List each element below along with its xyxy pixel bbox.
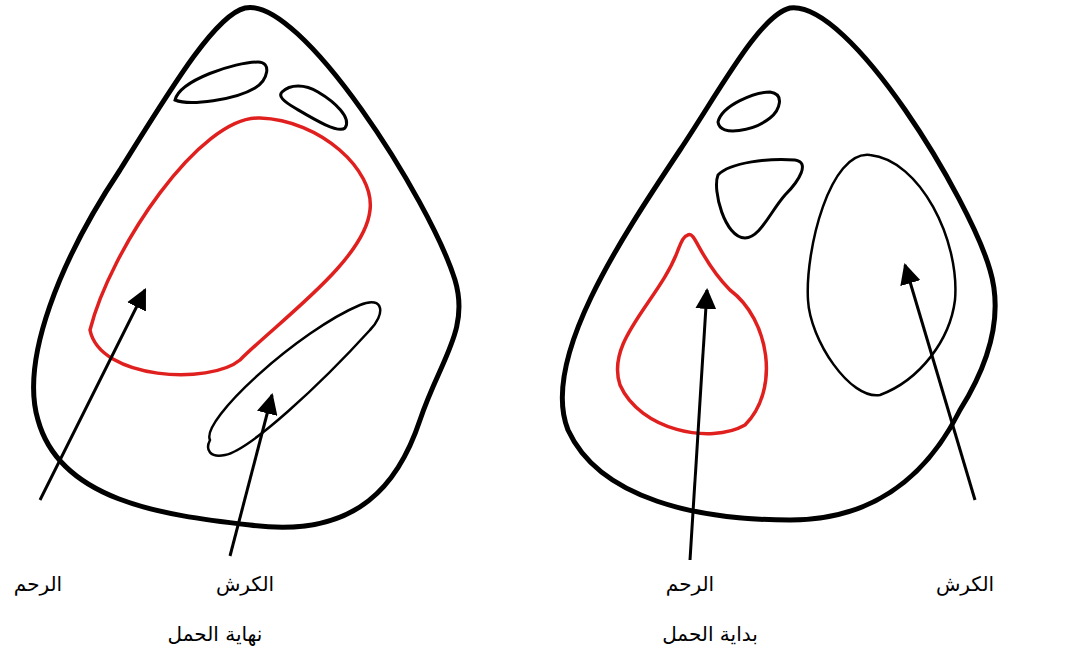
uterus-outline: [90, 118, 370, 375]
uterus-outline: [617, 234, 766, 433]
abdomen-outline: [34, 7, 459, 527]
organ-outline: [717, 160, 803, 238]
leader-arrow: [905, 265, 975, 500]
leader-arrow: [690, 290, 707, 560]
leader-arrow: [230, 395, 272, 556]
rumen-outline: [208, 302, 380, 455]
organ-label: الرحم: [14, 572, 62, 596]
organ-label: الكرش: [936, 572, 994, 596]
organ-label: الرحم: [666, 572, 714, 596]
organ-label: الكرش: [216, 572, 274, 596]
stage-caption: نهاية الحمل: [168, 622, 263, 646]
stage-caption: بداية الحمل: [662, 622, 758, 646]
organ-outline: [175, 62, 267, 102]
organ-outline: [718, 92, 779, 131]
leader-arrow: [40, 290, 145, 500]
abdomen-outline: [562, 8, 995, 520]
